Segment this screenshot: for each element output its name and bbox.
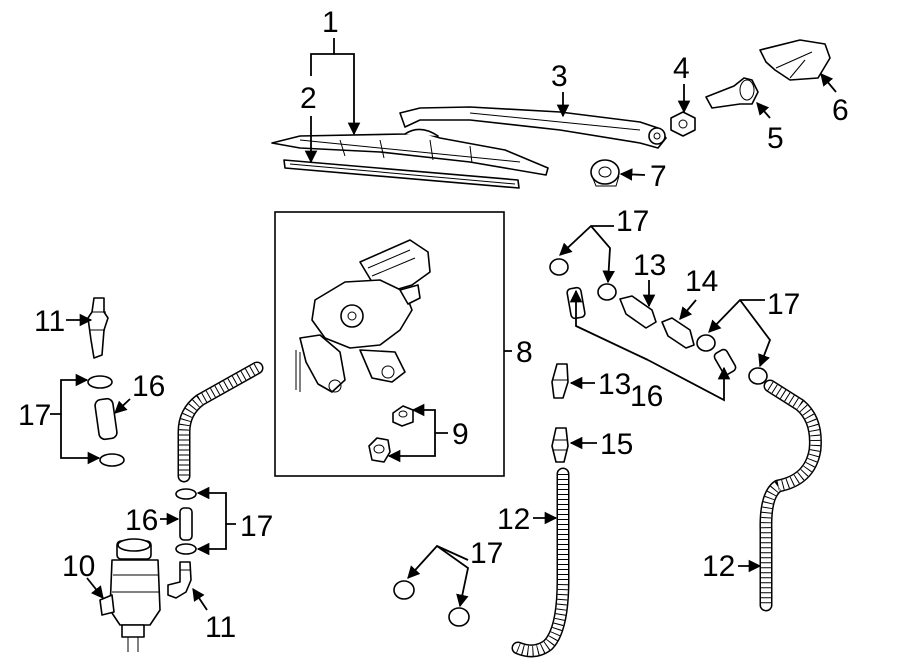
washer-nozzle xyxy=(551,427,569,463)
motor-grommets xyxy=(368,405,414,463)
washer-pump xyxy=(99,538,161,652)
arm-nut xyxy=(670,111,696,137)
wiper-motor xyxy=(295,239,431,393)
callout-12-center: 12 xyxy=(497,503,530,536)
wiper-arm xyxy=(399,106,667,149)
motor-inset-frame xyxy=(274,211,505,477)
callout-labels: 1 2 3 4 5 6 7 8 9 10 11 11 12 12 13 13 1… xyxy=(18,6,849,644)
callout-17-left: 17 xyxy=(18,399,51,432)
callout-13-upper: 13 xyxy=(633,249,666,282)
callout-10: 10 xyxy=(62,550,95,583)
hose-connector-13-upper xyxy=(619,295,657,329)
callout-3: 3 xyxy=(551,60,568,93)
hose-connector-upper xyxy=(87,297,109,359)
callout-1: 1 xyxy=(322,6,339,39)
check-valve xyxy=(661,317,695,349)
callout-6: 6 xyxy=(832,94,849,127)
hose-connector-13-lower xyxy=(551,363,569,399)
callout-9: 9 xyxy=(452,418,469,451)
arm-cap xyxy=(705,77,759,109)
callout-12-right: 12 xyxy=(702,550,735,583)
callout-16-right: 16 xyxy=(630,380,663,413)
leader-lines xyxy=(50,38,837,611)
callout-4: 4 xyxy=(673,52,690,85)
callout-7: 7 xyxy=(650,160,667,193)
callout-17-lower: 17 xyxy=(240,510,273,543)
washer-hose-right xyxy=(759,379,822,612)
callout-17-bottom: 17 xyxy=(470,537,503,570)
short-hose-lower xyxy=(179,507,193,541)
short-hose-left xyxy=(94,397,118,441)
hose-clamps xyxy=(87,258,768,627)
washer-hose-pump xyxy=(177,361,264,483)
washer-hose-center xyxy=(511,467,570,658)
arm-cover xyxy=(759,39,831,81)
hose-connector-lower xyxy=(167,561,192,599)
callout-15: 15 xyxy=(600,428,633,461)
callout-17-top-b: 17 xyxy=(767,288,800,321)
wiper-blade-assembly xyxy=(271,128,549,176)
callout-17-top-a: 17 xyxy=(616,205,649,238)
callout-16-lower: 16 xyxy=(125,504,158,537)
wiper-blade-refill xyxy=(283,159,520,189)
callout-13-lower: 13 xyxy=(598,368,631,401)
callout-14: 14 xyxy=(685,265,718,298)
grommet xyxy=(590,159,620,187)
callout-2: 2 xyxy=(300,82,317,115)
callout-8: 8 xyxy=(516,336,533,369)
callout-11-lower: 11 xyxy=(205,611,236,644)
callout-11-upper: 11 xyxy=(34,305,65,338)
short-hose-right-b xyxy=(713,348,737,376)
callout-5: 5 xyxy=(767,122,784,155)
callout-16-left: 16 xyxy=(132,370,165,403)
